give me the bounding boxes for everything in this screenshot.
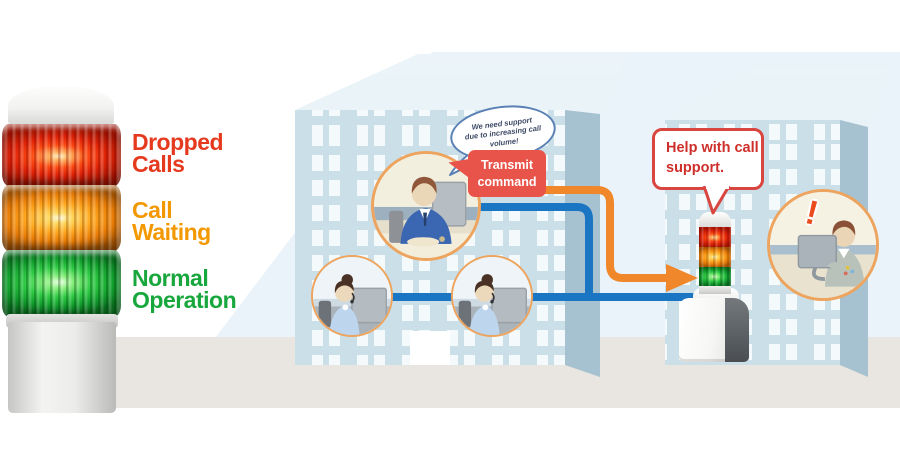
- command-bubble: Transmit command: [468, 150, 546, 197]
- status-label-call-waiting: Call Waiting: [132, 197, 292, 245]
- device-base-unit: [679, 298, 749, 362]
- status-label-line: Normal: [132, 265, 209, 291]
- agent-1-illustration: [313, 257, 391, 335]
- operator-circle-agent-1: [311, 255, 393, 337]
- building-door: [410, 331, 450, 365]
- status-label-line: Calls: [132, 151, 185, 177]
- help-bubble: Help with call support.: [652, 128, 764, 190]
- help-line-1: Help with call: [666, 140, 759, 156]
- agent-2-illustration: [453, 257, 531, 335]
- signal-tower-red-segment: [2, 124, 121, 186]
- command-line-2: command: [477, 174, 537, 189]
- supervisor-circle: [767, 189, 879, 301]
- command-line: [538, 186, 666, 282]
- thought-line-3: volume!: [489, 135, 519, 149]
- status-label-line: Dropped: [132, 129, 224, 155]
- device-amber-segment: [699, 247, 731, 267]
- command-arrowhead-icon: [666, 264, 698, 292]
- command-line-1: Transmit: [480, 158, 534, 173]
- help-bubble-tail: [702, 186, 731, 215]
- device-bottom-ring: [699, 286, 731, 294]
- data-line-manager: [470, 203, 593, 297]
- status-label-line: Operation: [132, 287, 237, 313]
- device-green-segment: [699, 267, 731, 287]
- status-label-dropped-calls: Dropped Calls: [132, 129, 292, 177]
- status-label-normal-operation: Normal Operation: [132, 265, 292, 313]
- help-line-2: support.: [666, 159, 724, 176]
- supervisor-illustration: [770, 192, 876, 298]
- status-label-line: Call: [132, 197, 173, 223]
- device-red-segment: [699, 227, 731, 247]
- signal-tower-green-segment: [2, 250, 121, 317]
- status-label-line: Waiting: [132, 219, 211, 245]
- signal-tower-cap: [8, 86, 114, 126]
- signal-tower-amber-segment: [2, 185, 121, 251]
- operator-circle-agent-2: [451, 255, 533, 337]
- device-tower-cap: [699, 212, 731, 227]
- signal-tower-base: [8, 322, 116, 413]
- device-base-side: [725, 298, 749, 362]
